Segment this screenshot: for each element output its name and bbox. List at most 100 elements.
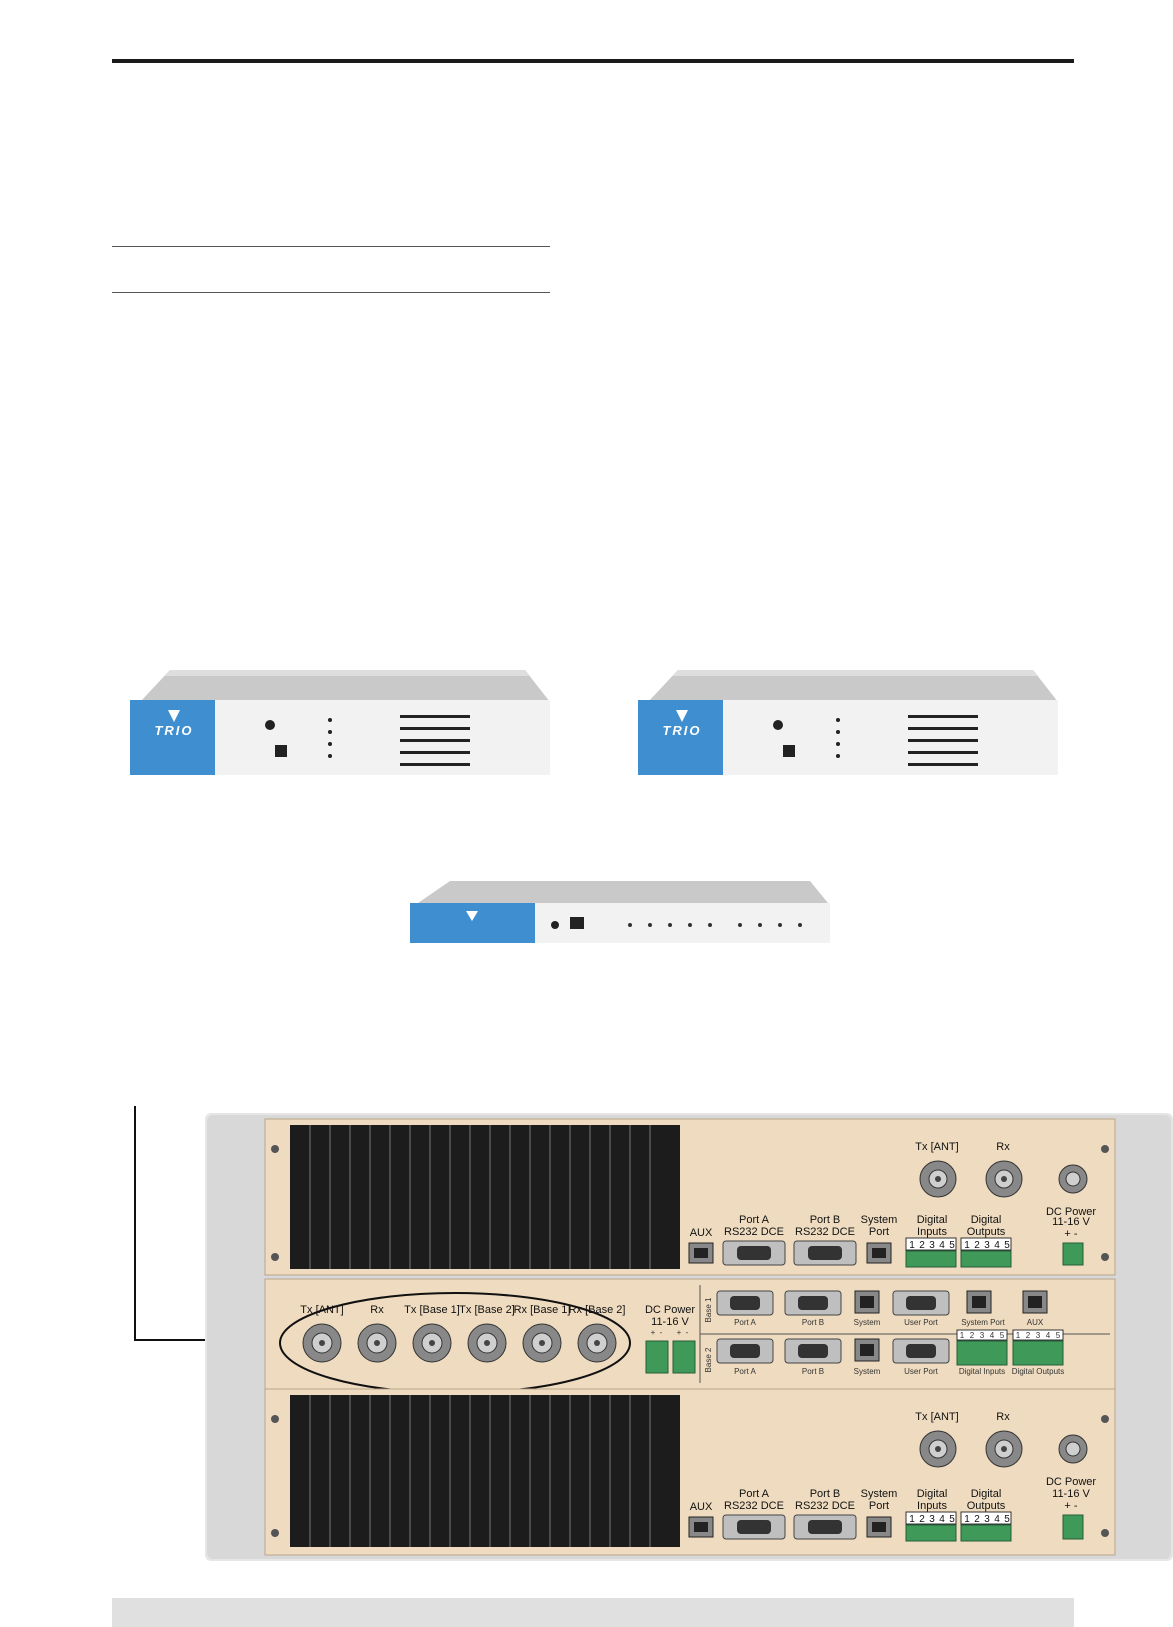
bnc-connector-icon	[1058, 1434, 1088, 1464]
aux-label: AUX	[690, 1227, 713, 1239]
port-a-label: Port A	[739, 1214, 770, 1226]
port-b-type-label: RS232 DCE	[795, 1226, 855, 1238]
heatsink	[290, 1395, 680, 1547]
dc-voltage-label: 11-16 V	[1052, 1488, 1090, 1500]
section-rule-upper	[112, 246, 550, 247]
svg-text:Port A: Port A	[739, 1488, 770, 1500]
switcher-rf-label-5: Rx [Base 1]	[514, 1304, 571, 1316]
svg-text:2: 2	[919, 1240, 925, 1251]
svg-text:1: 1	[964, 1240, 970, 1251]
bnc-connector-icon	[302, 1323, 342, 1363]
svg-text:User Port: User Port	[904, 1367, 939, 1376]
svg-text:4: 4	[939, 1514, 945, 1525]
svg-text:Digital Outputs: Digital Outputs	[1012, 1367, 1064, 1376]
svg-text:Port: Port	[869, 1500, 889, 1512]
svg-text:1: 1	[964, 1514, 970, 1525]
svg-text:3: 3	[980, 1331, 985, 1340]
svg-text:Port A: Port A	[734, 1318, 756, 1327]
base2-label: Base 2	[704, 1347, 713, 1372]
dc-voltage-label: 11-16 V	[1052, 1216, 1090, 1228]
terminal-block	[1012, 1340, 1064, 1366]
svg-text:4: 4	[939, 1240, 945, 1251]
digital-outputs-label-2: Outputs	[967, 1226, 1006, 1238]
base1-label: Base 1	[704, 1297, 713, 1322]
switcher-rear: Tx [ANT] Rx Tx [Base 1] Tx [Base 2] Rx […	[264, 1278, 1116, 1394]
svg-text:User Port: User Port	[904, 1318, 939, 1327]
svg-text:Inputs: Inputs	[917, 1500, 947, 1512]
svg-text:RS232 DCE: RS232 DCE	[795, 1500, 855, 1512]
svg-text:2: 2	[974, 1514, 980, 1525]
radio-front-photo-right: TRIO	[638, 670, 1058, 775]
screen-button	[275, 745, 287, 757]
bnc-connector-icon	[985, 1430, 1023, 1468]
svg-text:System: System	[854, 1367, 881, 1376]
svg-text:5: 5	[1056, 1331, 1061, 1340]
port-b-label: Port B	[810, 1214, 841, 1226]
svg-text:3: 3	[984, 1514, 990, 1525]
bnc-connector-icon	[919, 1430, 957, 1468]
switcher-rf-label-6: Rx [Base 2]	[569, 1304, 626, 1316]
trio-logo: TRIO	[662, 723, 701, 738]
bnc-connector-icon	[985, 1160, 1023, 1198]
trio-logo-icon	[676, 710, 688, 722]
svg-text:1: 1	[909, 1240, 915, 1251]
svg-text:2: 2	[974, 1240, 980, 1251]
switcher-front-photo	[410, 881, 830, 943]
digital-inputs-label-2: Inputs	[917, 1226, 947, 1238]
digital-inputs-label: Digital	[917, 1214, 948, 1226]
aux-label: AUX	[690, 1501, 713, 1513]
svg-text:RS232 DCE: RS232 DCE	[724, 1500, 784, 1512]
svg-text:5: 5	[1000, 1331, 1005, 1340]
svg-text:Port B: Port B	[802, 1367, 824, 1376]
svg-text:3: 3	[984, 1240, 990, 1251]
svg-text:3: 3	[929, 1514, 935, 1525]
terminal-block	[960, 1250, 1012, 1268]
radio-front-photo-left: TRIO	[130, 670, 550, 775]
svg-text:+: +	[651, 1328, 656, 1337]
bnc-connector-icon	[919, 1160, 957, 1198]
svg-text:4: 4	[994, 1240, 1000, 1251]
section-rule-lower	[112, 292, 550, 293]
tx-ant-label: Tx [ANT]	[915, 1411, 958, 1423]
switcher-rf-label-3: Tx [Base 1]	[404, 1304, 460, 1316]
system-port-label-2: Port	[869, 1226, 889, 1238]
bnc-connector-icon	[467, 1323, 507, 1363]
port-a-type-label: RS232 DCE	[724, 1226, 784, 1238]
svg-text:2: 2	[970, 1331, 975, 1340]
digital-outputs-label: Digital	[971, 1214, 1002, 1226]
svg-text:2: 2	[919, 1514, 925, 1525]
radio-rear-top: Tx [ANT] Rx DC Power 11-16 V + - AUX Por…	[264, 1118, 1116, 1276]
svg-text:4: 4	[1046, 1331, 1051, 1340]
rear-panel-rack-diagram: Tx [ANT] Rx DC Power 11-16 V + - AUX Por…	[205, 1113, 1173, 1561]
svg-text:5: 5	[1004, 1514, 1010, 1525]
svg-text:Port A: Port A	[734, 1367, 756, 1376]
svg-text:3: 3	[929, 1240, 935, 1251]
callout-line-vertical	[134, 1106, 136, 1341]
dc-polarity-label: + -	[1064, 1500, 1077, 1512]
svg-text:1: 1	[1016, 1331, 1021, 1340]
svg-text:4: 4	[994, 1514, 1000, 1525]
terminal-block	[905, 1524, 957, 1542]
switcher-dc-voltage-label: 11-16 V	[651, 1316, 689, 1328]
footer-bar	[112, 1598, 1074, 1627]
svg-text:1: 1	[909, 1514, 915, 1525]
svg-text:4: 4	[990, 1331, 995, 1340]
rx-label: Rx	[996, 1411, 1010, 1423]
switcher-rf-label-4: Tx [Base 2]	[459, 1304, 515, 1316]
svg-text:System Port: System Port	[961, 1318, 1005, 1327]
svg-text:3: 3	[1036, 1331, 1041, 1340]
svg-text:5: 5	[949, 1240, 955, 1251]
dc-polarity-label: + -	[1064, 1228, 1077, 1240]
bnc-connector-icon	[357, 1323, 397, 1363]
svg-text:2: 2	[1026, 1331, 1031, 1340]
dc-power-label: DC Power	[1046, 1206, 1096, 1218]
system-port-label: System	[861, 1214, 898, 1226]
svg-text:Digital: Digital	[917, 1488, 948, 1500]
switcher-rf-label-2: Rx	[370, 1304, 384, 1316]
svg-text:Port B: Port B	[802, 1318, 824, 1327]
terminal-block	[960, 1524, 1012, 1542]
svg-text:-: -	[686, 1328, 689, 1337]
trio-logo: TRIO	[154, 723, 193, 738]
power-button	[265, 720, 275, 730]
bnc-connector-icon	[577, 1323, 617, 1363]
